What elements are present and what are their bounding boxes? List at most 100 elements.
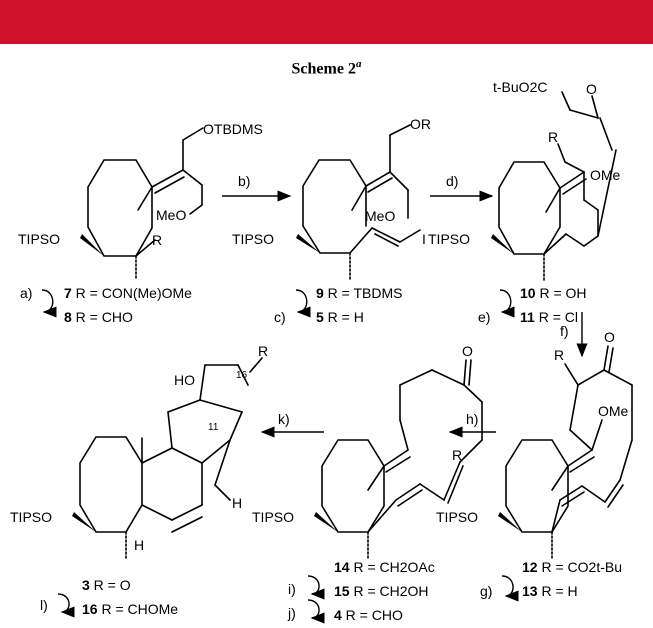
curved-arrow-i xyxy=(307,575,325,600)
label-r-7: R xyxy=(152,232,162,248)
caption-12: 12 R = CO2t-Bu xyxy=(522,559,622,575)
step-label-a: a) xyxy=(20,285,32,301)
caption-16-text: R = CHOMe xyxy=(98,601,179,617)
label-tbuo2c: t-BuO2C xyxy=(493,79,547,95)
caption-9-num: 9 xyxy=(316,285,324,301)
caption-8-num: 8 xyxy=(64,309,72,325)
caption-5-num: 5 xyxy=(316,309,324,325)
structure-compound-12: O R OMe TIPSO xyxy=(436,329,633,561)
structure-compound-10: t-BuO2C O R OMe TIPSO xyxy=(428,79,621,281)
caption-group-12-13: g) 12 R = CO2t-Bu 13 R = H xyxy=(480,559,622,602)
caption-11-text: R = Cl xyxy=(535,309,578,325)
curved-arrow-c xyxy=(295,289,311,318)
caption-12-text: R = CO2t-Bu xyxy=(538,559,622,575)
step-label-h: h) xyxy=(466,411,478,427)
label-otbdms: OTBDMS xyxy=(203,121,263,137)
label-meo-7: MeO xyxy=(156,207,186,223)
caption-15-text: R = CH2OH xyxy=(350,583,429,599)
caption-8-text: R = CHO xyxy=(72,309,133,325)
caption-4-num: 4 xyxy=(334,607,342,623)
caption-8: 8 R = CHO xyxy=(64,309,133,325)
label-ketone-o-10: O xyxy=(586,81,597,97)
label-iodo: I xyxy=(422,231,426,247)
caption-14: 14 R = CH2OAc xyxy=(334,559,435,575)
caption-14-text: R = CH2OAc xyxy=(350,559,435,575)
caption-13: 13 R = H xyxy=(522,583,578,599)
header-accent-bar xyxy=(0,0,653,44)
curved-arrow-l xyxy=(57,593,75,618)
label-c16: 16 xyxy=(236,370,248,381)
label-c11: 11 xyxy=(208,422,219,433)
caption-group-10-11: e) 10 R = OH 11 R = Cl xyxy=(478,285,587,325)
step-label-f: f) xyxy=(560,323,569,339)
step-label-k: k) xyxy=(278,411,290,427)
caption-14-num: 14 xyxy=(334,559,350,575)
caption-7-text: R = CON(Me)OMe xyxy=(72,285,192,301)
label-ome-10: OMe xyxy=(590,167,621,183)
caption-5: 5 R = H xyxy=(316,309,364,325)
caption-7-num: 7 xyxy=(64,285,72,301)
caption-10-text: R = OH xyxy=(536,285,587,301)
label-tipso-12: TIPSO xyxy=(436,509,478,525)
caption-11: 11 R = Cl xyxy=(520,309,578,325)
label-r-12: R xyxy=(554,347,564,363)
label-tipso-10: TIPSO xyxy=(428,231,470,247)
label-ome-12: OMe xyxy=(598,403,629,419)
label-ho: HO xyxy=(174,372,195,388)
structure-compound-14: O R TIPSO xyxy=(252,343,483,561)
caption-13-text: R = H xyxy=(538,583,578,599)
label-tipso-14: TIPSO xyxy=(252,509,294,525)
curved-arrow-a xyxy=(41,289,57,318)
step-label-l: l) xyxy=(40,597,48,613)
step-label-b: b) xyxy=(238,173,250,189)
caption-10: 10 R = OH xyxy=(520,285,587,301)
step-label-e: e) xyxy=(478,309,490,325)
caption-15: 15 R = CH2OH xyxy=(334,583,429,599)
caption-3-text: R = O xyxy=(90,577,131,593)
caption-16: 16 R = CHOMe xyxy=(82,601,178,617)
label-meo-9: MeO xyxy=(365,208,395,224)
label-ketone-o-12: O xyxy=(604,329,615,345)
curved-arrow-g xyxy=(501,575,519,602)
label-r-10: R xyxy=(548,129,558,145)
caption-7: 7 R = CON(Me)OMe xyxy=(64,285,192,301)
step-label-d: d) xyxy=(446,173,458,189)
label-r-3: R xyxy=(258,343,268,359)
label-ketone-o-14: O xyxy=(462,343,473,359)
step-label-c: c) xyxy=(274,309,286,325)
caption-group-7-8: a) 7 R = CON(Me)OMe 8 R = CHO xyxy=(20,285,192,325)
label-h-14: H xyxy=(232,495,242,511)
caption-3-num: 3 xyxy=(82,577,90,593)
caption-9: 9 R = TBDMS xyxy=(316,285,403,301)
accent-bar-rect xyxy=(0,0,653,44)
scheme-title-footnote: a xyxy=(355,58,362,70)
label-tipso-9: TIPSO xyxy=(232,231,274,247)
label-tipso-3: TIPSO xyxy=(10,509,52,525)
caption-5-text: R = H xyxy=(324,309,364,325)
label-h-5: H xyxy=(134,537,144,553)
structure-compound-3: HO R 16 11 H H TIPSO xyxy=(10,343,268,561)
structure-compound-7: OTBDMS MeO R TIPSO xyxy=(18,121,263,281)
curved-arrow-e xyxy=(499,289,515,318)
scheme-title: Scheme 2a xyxy=(0,58,653,78)
caption-4-text: R = CHO xyxy=(342,607,403,623)
caption-15-num: 15 xyxy=(334,583,350,599)
structure-compound-9: OR MeO I TIPSO xyxy=(232,116,431,281)
caption-9-text: R = TBDMS xyxy=(324,285,403,301)
step-label-i: i) xyxy=(288,581,296,597)
curved-arrow-j xyxy=(307,599,325,624)
caption-group-9-5: c) 9 R = TBDMS 5 R = H xyxy=(274,285,403,325)
caption-10-num: 10 xyxy=(520,285,536,301)
label-or: OR xyxy=(410,116,431,132)
step-label-j: j) xyxy=(287,605,296,621)
caption-16-num: 16 xyxy=(82,601,98,617)
caption-4: 4 R = CHO xyxy=(334,607,403,623)
step-label-g: g) xyxy=(480,583,492,599)
caption-13-num: 13 xyxy=(522,583,538,599)
label-tipso-7: TIPSO xyxy=(18,231,60,247)
caption-group-3-16: 3 R = O l) 16 R = CHOMe xyxy=(40,577,178,618)
caption-12-num: 12 xyxy=(522,559,538,575)
caption-group-14-15-4: 14 R = CH2OAc i) 15 R = CH2OH j) 4 R = C… xyxy=(287,559,435,624)
scheme-title-text: Scheme 2 xyxy=(291,60,356,78)
